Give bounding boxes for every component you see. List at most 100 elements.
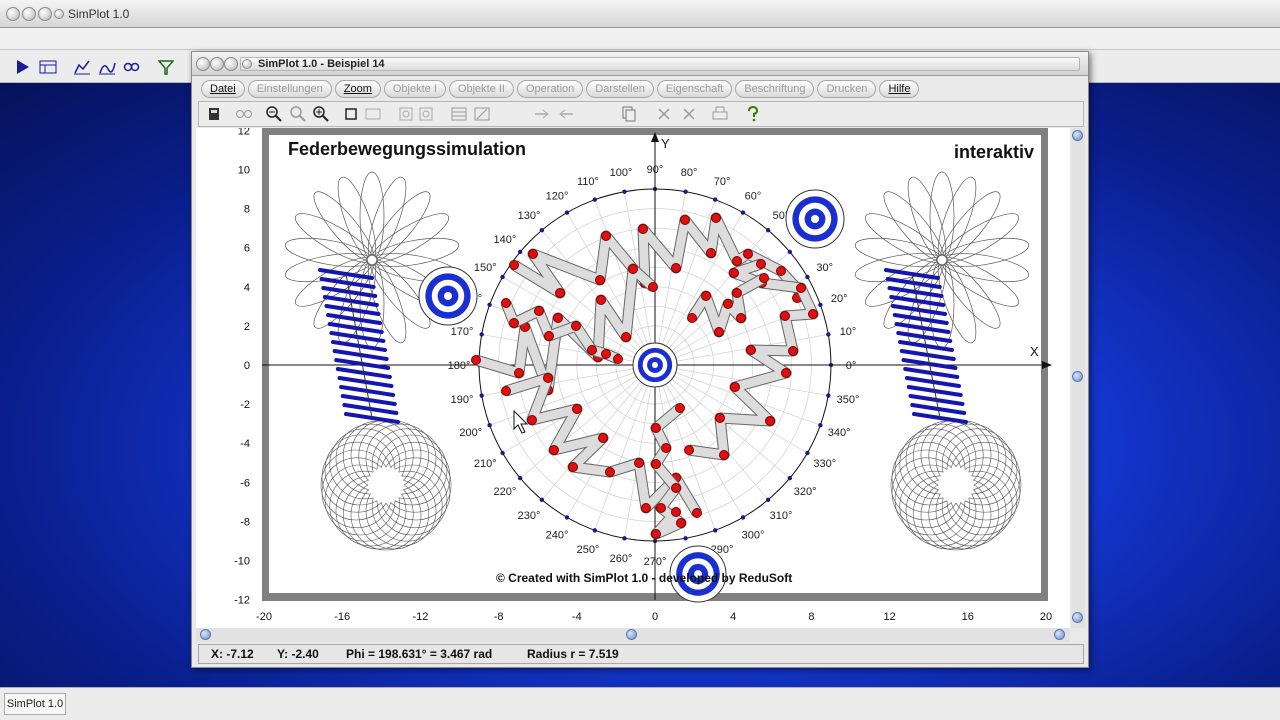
spring-node-dot (628, 264, 638, 274)
close-window-button[interactable] (6, 7, 20, 21)
child-maximize-button[interactable] (224, 57, 238, 71)
plot-canvas[interactable]: 0°10°20°30°40°50°60°70°80°90°100°110°120… (196, 125, 1070, 628)
zoom-out-icon[interactable] (265, 105, 283, 123)
taskbar-item-simplot[interactable]: SimPlot 1.0 (4, 693, 66, 715)
scroll-thumb-horizontal[interactable] (626, 629, 637, 640)
polar-angle-label: 110° (577, 176, 599, 188)
y-tick-label: -2 (240, 399, 250, 411)
x-tick-label: -8 (494, 611, 504, 623)
spring-node-dot (723, 299, 733, 309)
polar-dot (683, 189, 688, 194)
spring-node-dot (572, 404, 582, 414)
polar-dot (592, 528, 598, 533)
arrow-right-icon[interactable] (533, 105, 551, 123)
printer-icon[interactable] (711, 105, 729, 123)
menu-objekte-1[interactable]: Objekte I (383, 80, 446, 98)
y-tick-label: -6 (240, 477, 250, 489)
polar-angle-label: 350° (837, 394, 860, 406)
polar-dot (517, 249, 523, 255)
spring-node-dot (715, 413, 725, 423)
flower-center (366, 254, 378, 266)
menu-darstellen[interactable]: Darstellen (586, 80, 654, 98)
grid-edit-icon[interactable] (473, 105, 491, 123)
spirograph-ring (941, 470, 1013, 542)
scroll-right-button[interactable] (1054, 629, 1065, 640)
scroll-left-button[interactable] (200, 629, 211, 640)
frame-icon[interactable] (364, 105, 382, 123)
horizontal-scrollbar[interactable] (196, 628, 1070, 642)
menu-beschriftung[interactable]: Beschriftung (735, 80, 815, 98)
vertical-scrollbar[interactable] (1071, 128, 1085, 628)
zoom-in-icon[interactable] (312, 105, 330, 123)
scroll-up-button[interactable] (1072, 130, 1083, 141)
polar-spoke (654, 364, 686, 539)
spring-band (688, 259, 818, 460)
table-icon[interactable] (38, 58, 58, 76)
blue-spring-axis (345, 273, 373, 419)
grid-icon[interactable] (450, 105, 468, 123)
spring-node-dot (648, 282, 658, 292)
child-menu-icon[interactable] (242, 59, 252, 69)
spring-node-dot (527, 415, 537, 425)
menu-zoom[interactable]: Zoom (334, 80, 381, 98)
menu-objekte-2[interactable]: Objekte II (448, 80, 514, 98)
app-menu-icon[interactable] (54, 9, 64, 19)
title-grip[interactable] (240, 57, 1080, 71)
cross-icon-2[interactable] (680, 105, 698, 123)
y-tick-label: 10 (238, 165, 250, 177)
chart-icon[interactable] (72, 58, 92, 76)
play-icon[interactable] (12, 58, 32, 76)
polar-spoke (654, 364, 744, 518)
coordinate-status-bar: X: -7.12 Y: -2.40 Phi = 198.631° = 3.467… (198, 644, 1084, 664)
sequence-icon[interactable] (122, 58, 142, 76)
polar-angle-label: 70° (714, 176, 731, 188)
menu-eigenschaft[interactable]: Eigenschaft (656, 80, 733, 98)
polar-dot (765, 497, 771, 503)
polar-angle-label: 50° (773, 210, 790, 222)
polar-spoke (654, 364, 769, 501)
polar-spoke (654, 364, 808, 454)
child-close-button[interactable] (196, 57, 210, 71)
y-tick-label: 8 (244, 204, 250, 216)
calculator-icon[interactable] (205, 105, 223, 123)
circle-square-icon-2[interactable] (417, 105, 435, 123)
spring-node-dot (714, 327, 724, 337)
chart-polar-icon[interactable] (97, 58, 117, 76)
glasses-icon[interactable] (235, 105, 253, 123)
funnel-icon[interactable] (156, 58, 176, 76)
spring-node-dot (596, 295, 606, 305)
child-minimize-button[interactable] (210, 57, 224, 71)
spirograph-ring (329, 428, 401, 500)
arrow-left-icon[interactable] (557, 105, 575, 123)
polar-dot (479, 393, 484, 398)
spring-node-dot (676, 518, 686, 528)
spring-node-dot (601, 231, 611, 241)
spring-node-dot (514, 368, 524, 378)
menu-operation[interactable]: Operation (516, 80, 584, 98)
main-title-bar[interactable]: SimPlot 1.0 (0, 0, 1280, 28)
x-tick-label: 8 (808, 611, 814, 623)
square-icon[interactable] (342, 105, 360, 123)
y-tick-label: -10 (234, 556, 250, 568)
cross-icon[interactable] (655, 105, 673, 123)
spirograph-ring (899, 470, 971, 542)
child-title-bar[interactable]: SimPlot 1.0 - Beispiel 14 (192, 52, 1088, 76)
help-icon[interactable] (744, 105, 762, 123)
menu-hilfe[interactable]: Hilfe (879, 80, 920, 98)
circle-square-icon[interactable] (397, 105, 415, 123)
zoom-icon[interactable] (289, 105, 307, 123)
menu-drucken[interactable]: Drucken (817, 80, 877, 98)
polar-dot (487, 422, 492, 428)
minimize-window-button[interactable] (22, 7, 36, 21)
copy-icon[interactable] (620, 105, 638, 123)
polar-dot (564, 515, 570, 520)
spring-node-dot (641, 503, 651, 513)
menu-einstellungen[interactable]: Einstellungen (247, 80, 332, 98)
scroll-down-button[interactable] (1072, 612, 1083, 623)
spring-node-dot (692, 508, 702, 518)
maximize-window-button[interactable] (38, 7, 52, 21)
plot-svg[interactable]: 0°10°20°30°40°50°60°70°80°90°100°110°120… (196, 125, 1070, 628)
polar-dot (539, 497, 545, 503)
scroll-thumb-vertical[interactable] (1072, 371, 1083, 382)
menu-datei[interactable]: Datei (201, 80, 245, 98)
